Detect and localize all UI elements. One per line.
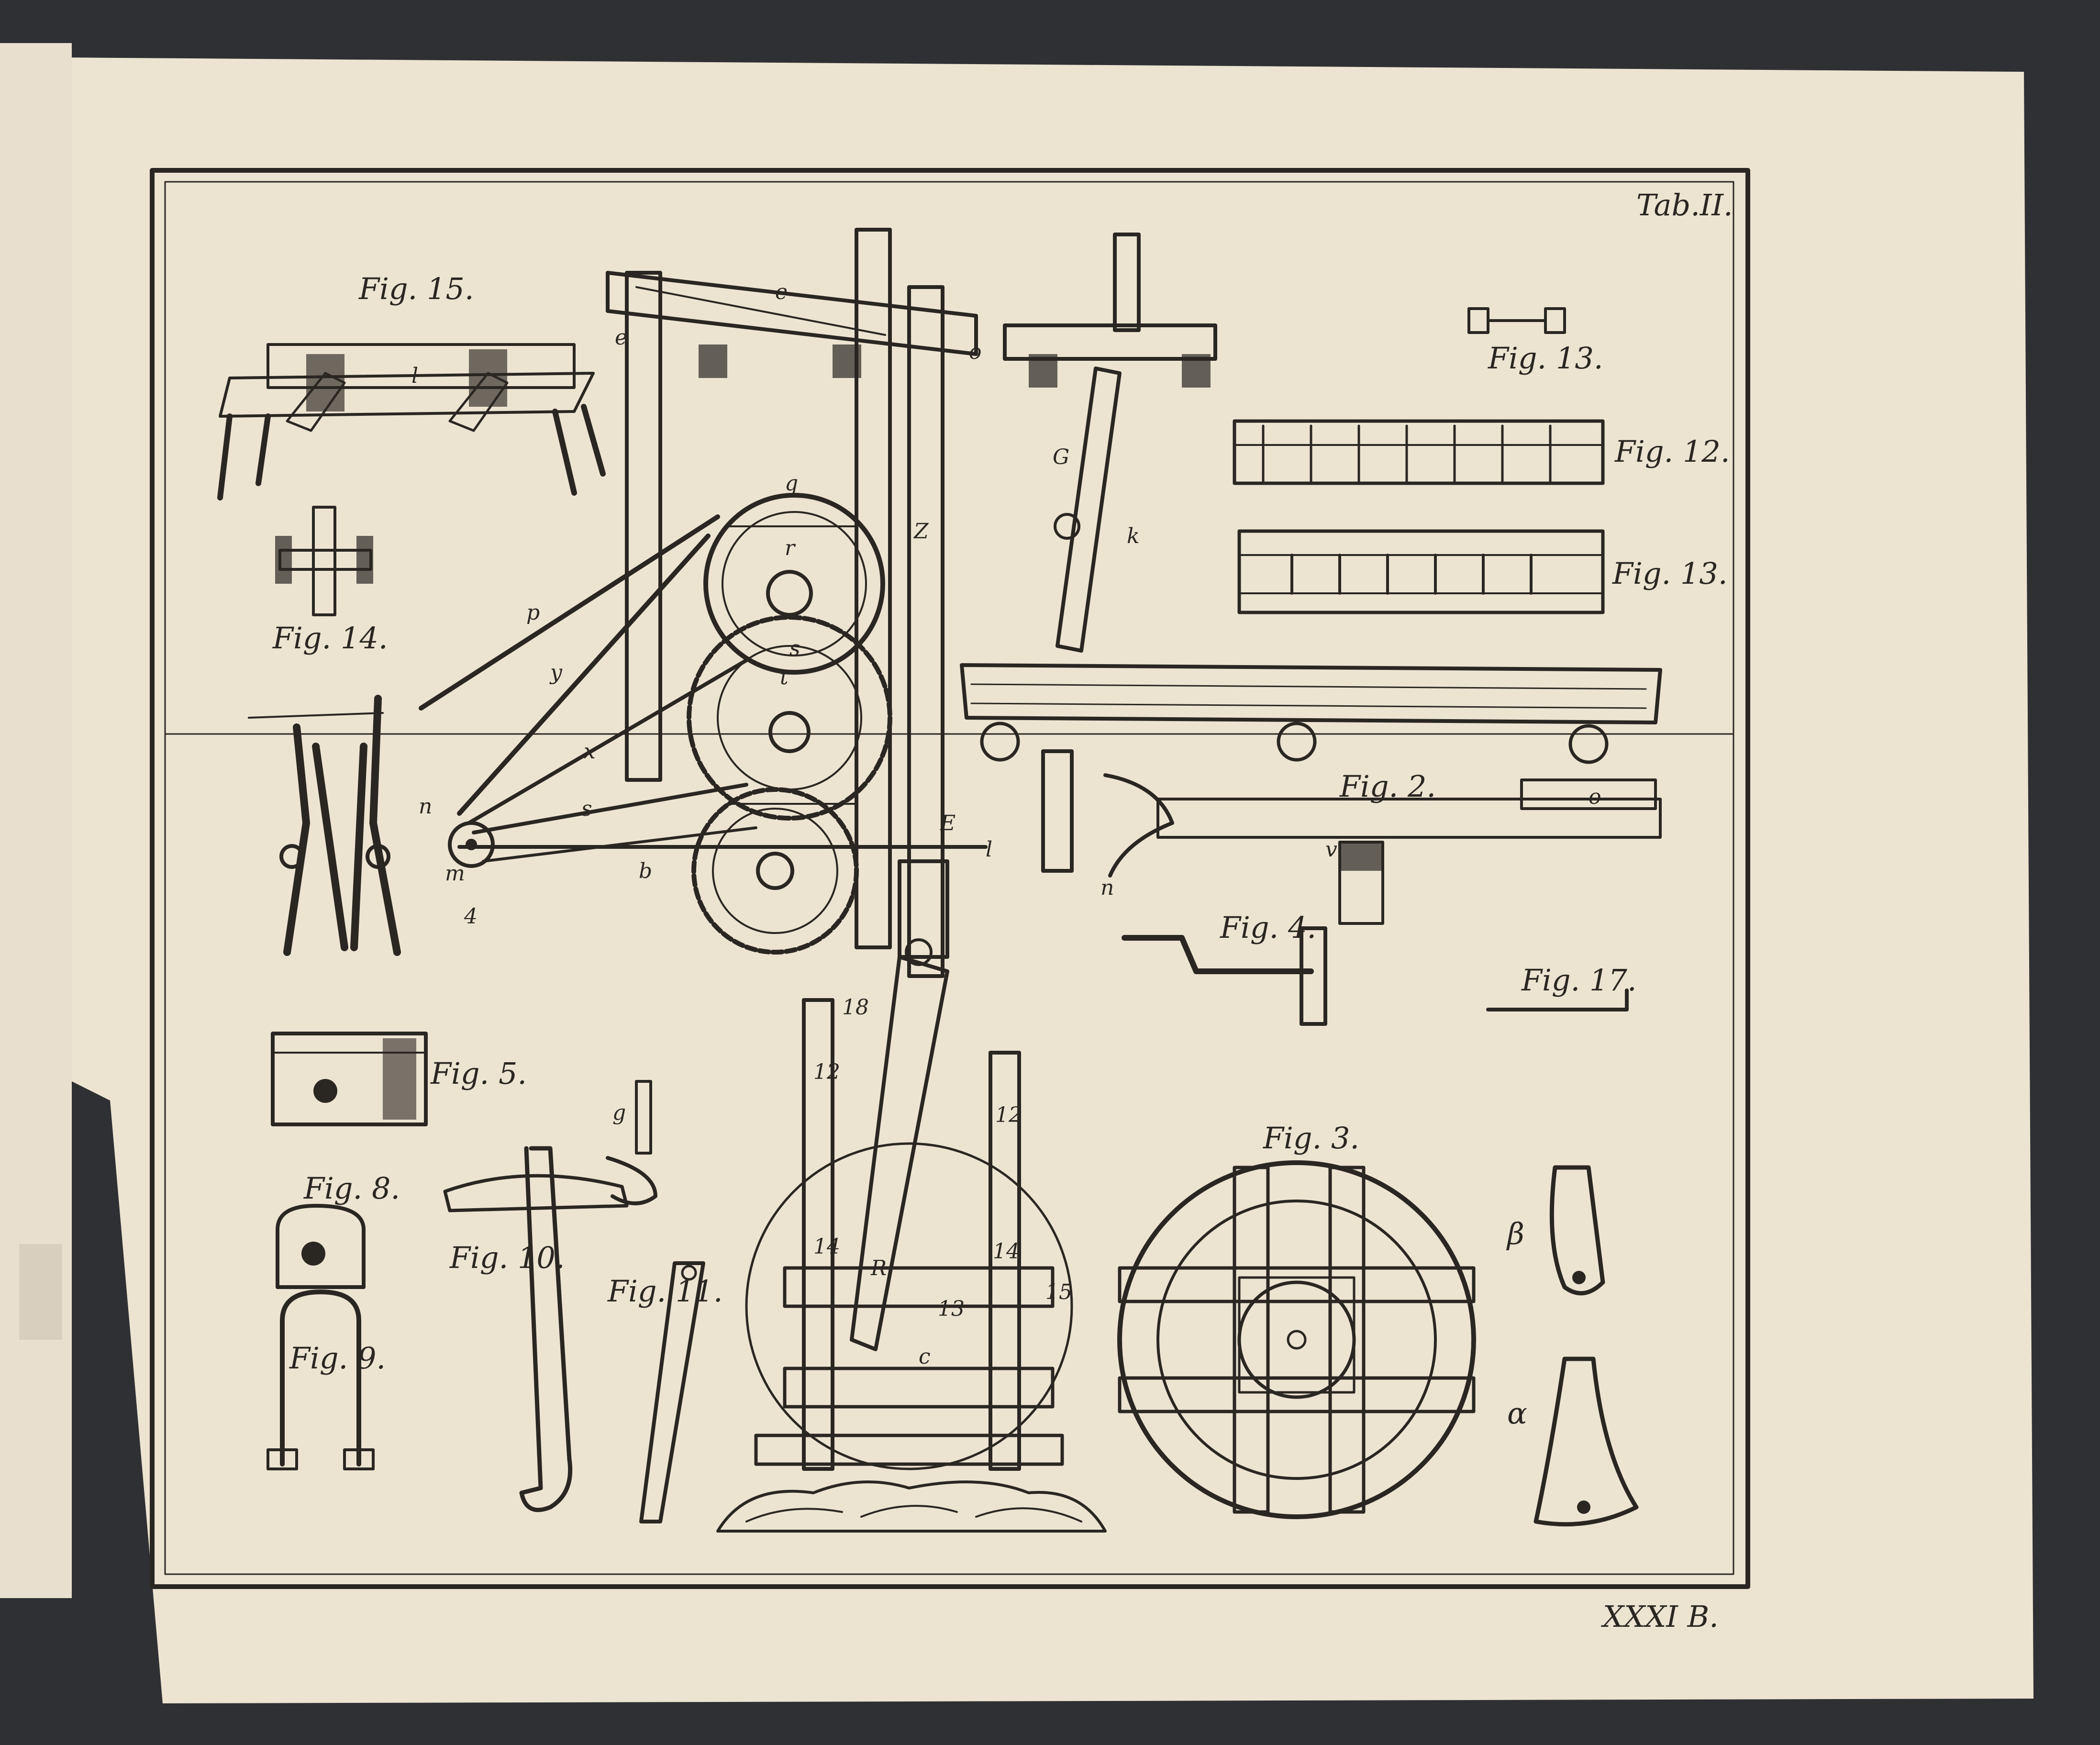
letter-x: x [584,739,596,764]
fig4-crank-drawing [1122,926,1327,1026]
fig15-label: Fig. 15. [358,271,474,306]
log-carriage-drawing [960,233,1662,764]
letter-o-top: o [969,340,982,364]
fig14-tongs-drawing [248,695,401,956]
fig5-block-drawing [271,1032,428,1126]
letter-G: G [1053,445,1069,469]
fig8-bearing-drawing [276,1204,366,1289]
letter-r: r [785,536,796,560]
letter-s-upper: s [789,636,800,661]
fig13-mid-label: Fig. 13. [1612,556,1728,591]
letter-c: c [919,1345,931,1369]
letter-alpha: α [1507,1396,1527,1431]
fig13-frame-drawing [1237,529,1605,614]
fig13-top-label: Fig. 13. [1488,341,1603,376]
letter-q: q [785,471,798,496]
plate-inner-border [164,181,1734,1575]
letter-p: p [526,600,540,625]
fig2-label: Fig. 2. [1339,769,1436,804]
paper-sheet [57,57,2033,1703]
letter-Z: Z [913,519,929,544]
fig2-feed-rod-drawing [1041,749,1662,925]
letter-t: t [780,665,789,689]
letter-g: g [612,1100,626,1125]
fig12-frame-drawing [1233,419,1605,485]
fig8-label: Fig. 8. [303,1171,400,1206]
letter-b: b [639,859,652,883]
book-gutter [0,43,72,1598]
letter-y: y [549,660,563,685]
alpha-claw-drawing [1533,1356,1639,1527]
central-saw-mill-drawing [419,228,1107,1533]
letter-4: 4 [464,904,478,929]
letter-s-lower: s [581,797,592,821]
fig13-axle-drawing [1467,307,1566,334]
fig11-label: Fig. 11. [607,1274,723,1309]
fig9-stirrup-drawing [267,1289,375,1470]
letter-13: 13 [938,1297,965,1321]
fig17-label: Fig. 17. [1521,963,1637,998]
fig4-label: Fig. 4. [1220,910,1316,945]
letter-12-right: 12 [995,1103,1022,1127]
fig15-bench-drawing [217,343,606,500]
table-label: Tab.II. [1636,188,1733,222]
letter-o-fig2: o [1589,785,1601,809]
fig3-label: Fig. 3. [1263,1121,1359,1156]
letter-n: n [419,794,432,819]
letter-fig15-l: l [411,364,418,388]
letter-v: v [1325,837,1337,862]
letter-e-top: e [775,280,788,304]
fig9-label: Fig. 9. [289,1341,386,1376]
fig10-hook-drawing [443,1080,657,1512]
letter-14-right: 14 [993,1239,1020,1264]
letter-14-left: 14 [813,1234,840,1259]
letter-k: k [1127,524,1140,548]
letter-R: R [870,1256,887,1280]
plate-number: XXXI B. [1601,1599,1719,1634]
letter-m: m [445,861,465,886]
fig17-tool-drawing [1486,989,1629,1011]
plate-outer-border [150,168,1750,1589]
letter-e-left: e [615,325,627,350]
beta-claw-drawing [1549,1165,1605,1296]
letter-E: E [940,811,956,835]
letter-15: 15 [1045,1280,1072,1304]
fig11-lever-drawing [639,1261,705,1523]
fig12-label: Fig. 12. [1614,434,1730,469]
letter-l-right: l [986,837,992,862]
fig5-label: Fig. 5. [430,1056,527,1091]
letter-beta: β [1506,1216,1524,1251]
fig14-label: Fig. 14. [272,621,388,656]
letter-12-left: 12 [813,1060,840,1084]
fig10-label: Fig. 10. [449,1240,565,1275]
fig14-spool-drawing [275,506,373,616]
letter-n-fig2: n [1100,876,1114,900]
letter-18: 18 [842,995,869,1020]
fig3-wheel-plan-drawing [1117,1160,1476,1519]
